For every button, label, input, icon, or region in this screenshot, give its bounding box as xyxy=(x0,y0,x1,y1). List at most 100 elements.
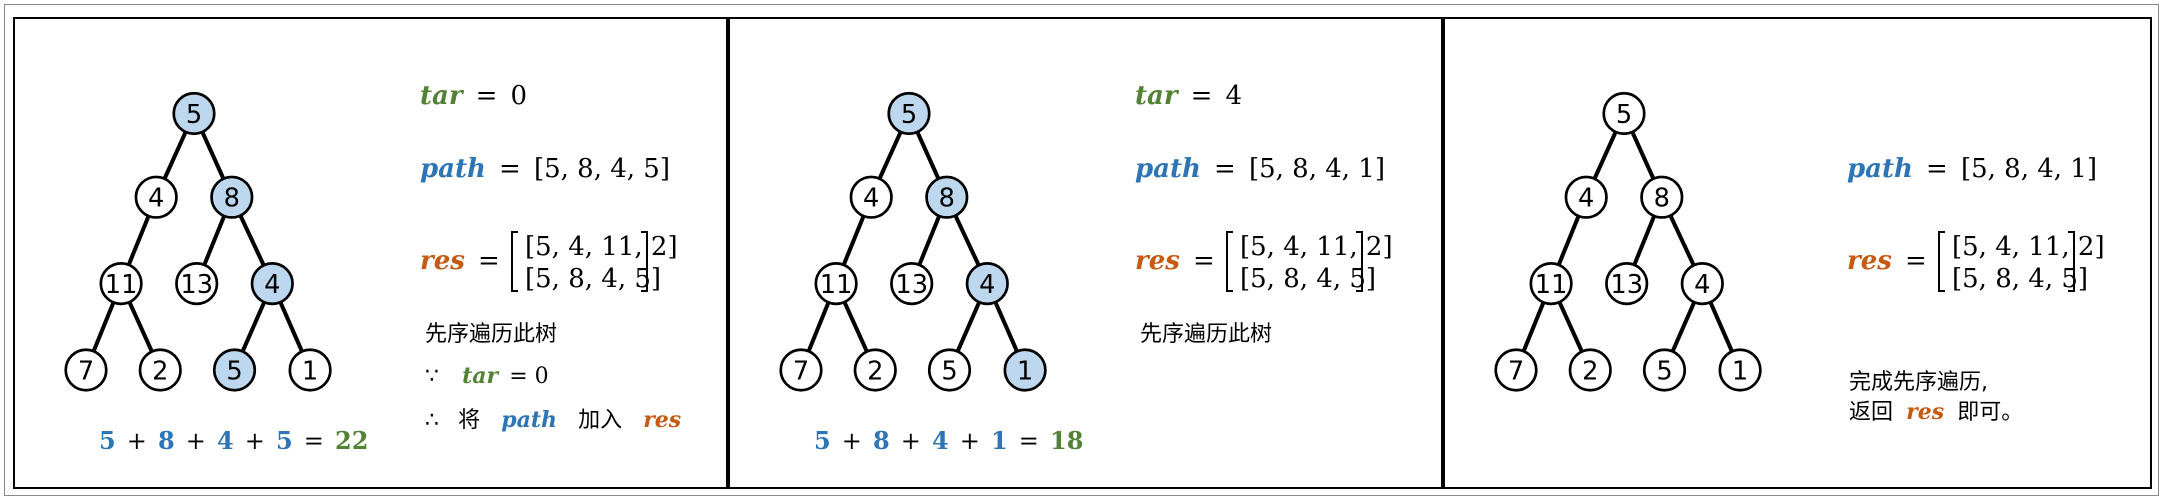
path-equation: path = [5, 8, 4, 5] xyxy=(420,154,670,184)
tree-node-label: 1 xyxy=(1732,356,1748,386)
sum-term: 4 xyxy=(932,426,949,455)
because-value: = 0 xyxy=(509,364,548,389)
res-left-bracket xyxy=(1938,231,1945,292)
res-right-bracket xyxy=(1356,231,1363,292)
sum-total: 22 xyxy=(335,426,368,455)
because-symbol: ∵ xyxy=(425,364,439,389)
res-equation: res = [5, 4, 11, 2] [5, 8, 4, 5] xyxy=(1135,231,1393,294)
path-value: [5, 8, 4, 1] xyxy=(1961,154,2097,184)
tree-node-circle xyxy=(890,262,934,306)
tree-node-circle xyxy=(138,348,182,392)
res-right-bracket xyxy=(641,231,648,292)
tree-node: 11 xyxy=(1529,262,1573,306)
tree-node-circle xyxy=(925,175,969,219)
tree-node: 8 xyxy=(210,175,254,219)
tree-node-label: 4 xyxy=(264,270,280,300)
tree-node: 13 xyxy=(890,262,934,306)
tree-node-circle xyxy=(175,262,219,306)
tree-node-circle xyxy=(887,91,931,136)
therefore-res-label: res xyxy=(643,407,681,433)
sum-term: 5 xyxy=(276,426,293,455)
equals-sign: = xyxy=(1193,246,1215,276)
tree-node: 1 xyxy=(288,348,332,392)
because-tar-label: tar xyxy=(462,363,499,389)
tree-node-circle xyxy=(814,262,858,306)
tree-node: 7 xyxy=(1494,348,1538,392)
tree-node: 1 xyxy=(1718,348,1762,392)
tree-node: 5 xyxy=(1642,348,1687,392)
tree-edge xyxy=(1556,215,1581,266)
tree-edge xyxy=(238,214,266,267)
tree-node-circle xyxy=(210,175,254,219)
tree-edge xyxy=(202,215,227,266)
tree-node-circle xyxy=(288,348,332,392)
tree-edge xyxy=(1557,301,1584,353)
tree-node-circle xyxy=(64,348,108,392)
tree-node: 5 xyxy=(887,91,931,136)
path-label: path xyxy=(1847,154,1913,184)
tree-node-circle xyxy=(1718,348,1762,392)
svg-text:res =: res = xyxy=(1135,246,1215,276)
tree-node-circle xyxy=(250,262,294,306)
tar-equation: tar = 0 xyxy=(420,81,527,111)
tree-edge xyxy=(91,301,116,353)
tree-node: 4 xyxy=(965,262,1009,306)
res-label: res xyxy=(1135,246,1180,276)
path-equation: path = [5, 8, 4, 1] xyxy=(1135,154,1385,184)
tree-edge xyxy=(953,214,981,267)
tree-node-circle xyxy=(1529,262,1573,306)
equals-sign: = xyxy=(1926,154,1948,184)
tree-node-label: 7 xyxy=(78,356,94,386)
tree-node-label: 1 xyxy=(302,356,318,386)
tree-node-label: 5 xyxy=(941,356,957,386)
tree-node-label: 11 xyxy=(105,270,138,300)
svg-text:res =: res = xyxy=(420,246,500,276)
tree-node-label: 13 xyxy=(180,270,213,300)
tree-node: 7 xyxy=(779,348,823,392)
tree-node: 5 xyxy=(1602,91,1646,136)
res-equation: res = [5, 4, 11, 2] [5, 8, 4, 5] xyxy=(1847,231,2105,294)
tree-node-circle xyxy=(1564,175,1608,219)
path-value: [5, 8, 4, 1] xyxy=(1249,154,1385,184)
tree-node: 5 xyxy=(172,91,216,136)
tree-node-label: 4 xyxy=(863,184,879,214)
tree-node: 4 xyxy=(134,175,178,219)
tree-node: 8 xyxy=(925,175,969,219)
tree-node-label: 7 xyxy=(793,356,809,386)
tree-node-circle xyxy=(134,175,178,219)
final-post-text: 即可。 xyxy=(1957,400,2023,425)
tree-edge xyxy=(1630,131,1656,180)
tree-node-label: 4 xyxy=(1578,184,1594,214)
tree-node-circle xyxy=(1680,262,1724,306)
tree-node: 13 xyxy=(1605,262,1649,306)
equals-sign: = xyxy=(476,81,498,111)
therefore-mid-text: 加入 xyxy=(578,408,622,433)
tree-node-label: 5 xyxy=(1656,356,1672,386)
path-label: path xyxy=(420,154,486,184)
final-res-label: res xyxy=(1906,399,1944,425)
tar-equation: tar = 4 xyxy=(1135,81,1242,111)
equals-sign: = xyxy=(478,246,500,276)
res-row-1: [5, 4, 11, 2] xyxy=(525,232,678,262)
tree-node: 4 xyxy=(1564,175,1608,219)
tree-node-circle xyxy=(1640,175,1684,219)
tree-node-circle xyxy=(1568,348,1612,392)
therefore-symbol: ∴ xyxy=(425,408,439,433)
tree-node-circle xyxy=(849,175,893,219)
res-row-2: [5, 8, 4, 5] xyxy=(1952,264,2088,294)
tree-node-circle xyxy=(212,348,257,392)
tree-node: 2 xyxy=(138,348,182,392)
tree-edge xyxy=(1708,301,1734,353)
tree-node-circle xyxy=(99,262,143,306)
tree-node-circle xyxy=(853,348,897,392)
tree-node: 2 xyxy=(1568,348,1612,392)
res-row-1: [5, 4, 11, 2] xyxy=(1240,232,1393,262)
tree-node-label: 1 xyxy=(1017,356,1033,386)
